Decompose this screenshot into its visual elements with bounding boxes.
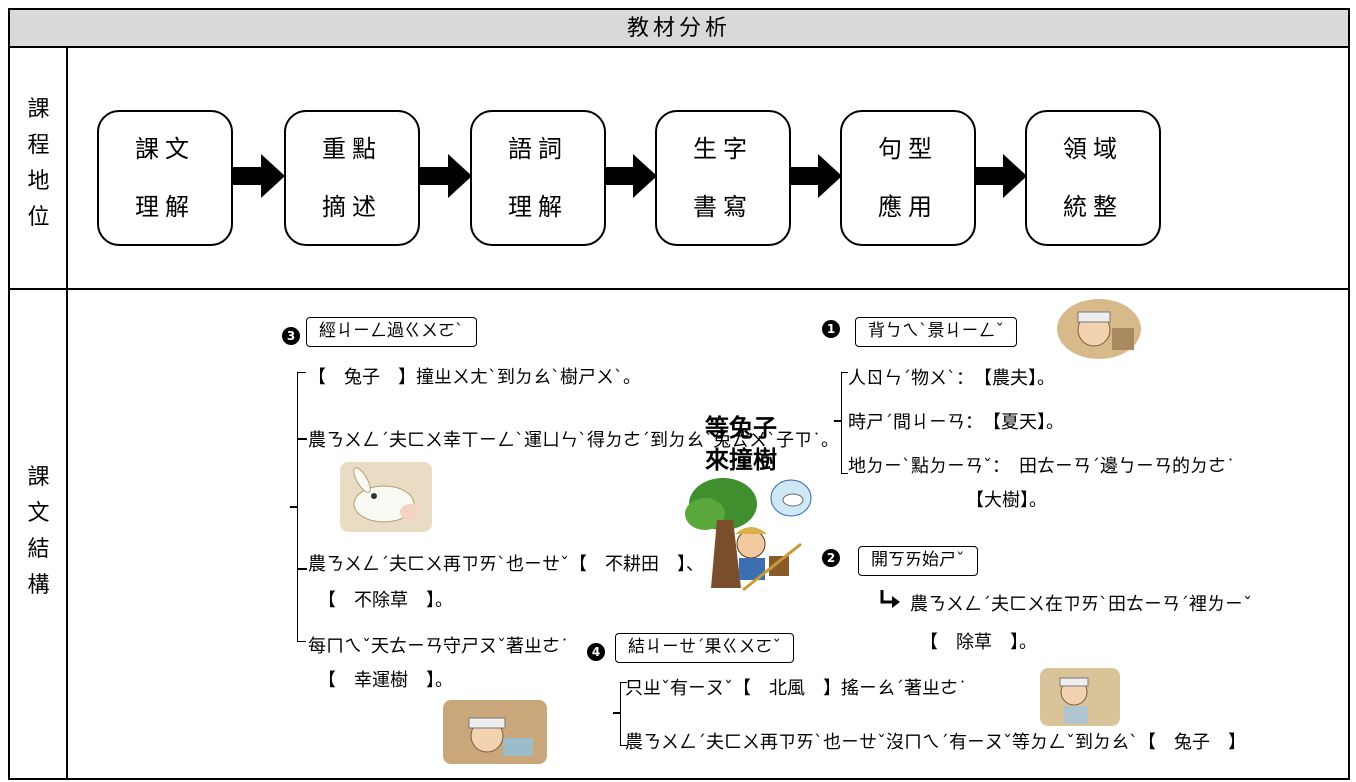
step-number-2: 2 <box>822 549 840 567</box>
arrow-right-icon <box>790 154 842 198</box>
flow-box-text-understanding: 課文理解 <box>97 110 233 246</box>
story-title: 等兔子來撞樹 <box>705 414 777 474</box>
flow-box-writing: 生字書寫 <box>655 110 791 246</box>
bracket-tick <box>290 506 298 508</box>
farmer-sleeping-picture <box>443 700 547 764</box>
step-number-3: 3 <box>282 327 300 345</box>
bracket <box>297 372 306 642</box>
arrow-right-icon <box>233 154 285 198</box>
arrow-right-icon <box>420 154 472 198</box>
process-line-6: 【 幸運樹 】。 <box>318 670 453 691</box>
column-divider <box>66 47 68 780</box>
farmer-working-picture <box>1040 668 1120 726</box>
process-line-1: 【 兔子 】撞ㄓㄨㄤˋ到ㄉㄠˋ樹ㄕㄨˋ。 <box>308 367 641 388</box>
section-label-background: 背ㄅㄟˋ景ㄐㄧㄥˇ <box>855 317 1017 347</box>
divider <box>8 288 1350 290</box>
bracket <box>841 372 848 474</box>
row-label-course-position: 課程 地位 <box>27 97 50 230</box>
table-header: 教材分析 <box>10 10 1348 47</box>
flow-box-sentence: 句型應用 <box>840 110 976 246</box>
process-line-3: 農ㄋㄨㄥˊ夫ㄈㄨ再ㄗㄞˋ也ㄧㄝˇ【 不耕田 】、 <box>308 554 704 575</box>
farmer-portrait-picture <box>1057 299 1141 359</box>
process-line-2: 農ㄋㄨㄥˊ夫ㄈㄨ幸ㄒㄧㄥˋ運ㄩㄣˋ得ㄉㄜˊ到ㄉㄠˋ兔ㄊㄨˋ子ㄗ˙。 <box>308 430 839 451</box>
process-line-5: 每ㄇㄟˇ天ㄊㄧㄢ守ㄕㄡˇ著ㄓㄜ˙ <box>308 636 569 657</box>
divider <box>8 46 1350 48</box>
section-label-result: 結ㄐㄧㄝˊ果ㄍㄨㄛˇ <box>615 633 794 663</box>
farmer-tree-illustration <box>685 478 812 592</box>
section-label-process: 經ㄐㄧㄥ過ㄍㄨㄛˋ <box>306 317 477 347</box>
process-line-4: 【 不除草 】。 <box>318 590 453 611</box>
flow-box-key-points: 重點摘述 <box>284 110 420 246</box>
bracket-tick <box>834 420 842 422</box>
bracket-tick <box>297 438 307 440</box>
background-place: 地ㄉㄧˋ點ㄉㄧㄢˇ： 田ㄊㄧㄢˊ邊ㄅㄧㄢ的ㄉㄜ˙ <box>848 456 1235 477</box>
flow-box-vocabulary: 語詞理解 <box>470 110 606 246</box>
rabbit-picture <box>340 462 432 532</box>
flow-box-integration: 領域統整 <box>1025 110 1161 246</box>
table-frame <box>8 8 1350 780</box>
background-character: 人ㄖㄣˊ物ㄨˋ： 【農夫】。 <box>848 368 1055 389</box>
beginning-line-2: 【 除草 】。 <box>920 632 1037 653</box>
result-line-2: 農ㄋㄨㄥˊ夫ㄈㄨ再ㄗㄞˋ也ㄧㄝˇ沒ㄇㄟˊ有ㄧㄡˇ等ㄉㄥˇ到ㄉㄠˋ【 兔子 】 <box>625 732 1246 753</box>
arrow-right-icon <box>605 154 657 198</box>
bracket <box>620 682 627 746</box>
row-label-text-structure: 課文 結構 <box>27 465 50 598</box>
background-time: 時ㄕˊ間ㄐㄧㄢ： 【夏天】。 <box>848 412 1064 433</box>
background-place-2: 【大樹】。 <box>966 490 1047 511</box>
bracket-tick <box>297 568 307 570</box>
turn-arrow-icon <box>880 590 900 608</box>
bracket-tick <box>613 712 621 714</box>
beginning-line-1: 農ㄋㄨㄥˊ夫ㄈㄨ在ㄗㄞˋ田ㄊㄧㄢˊ裡ㄌㄧˇ <box>910 594 1252 615</box>
result-line-1: 只ㄓˇ有ㄧㄡˇ【 北風 】搖ㄧㄠˊ著ㄓㄜ˙ <box>625 678 967 699</box>
arrow-right-icon <box>975 154 1027 198</box>
step-number-1: 1 <box>822 320 840 338</box>
step-number-4: 4 <box>587 643 605 661</box>
section-label-beginning: 開ㄎㄞ始ㄕˇ <box>858 546 978 576</box>
